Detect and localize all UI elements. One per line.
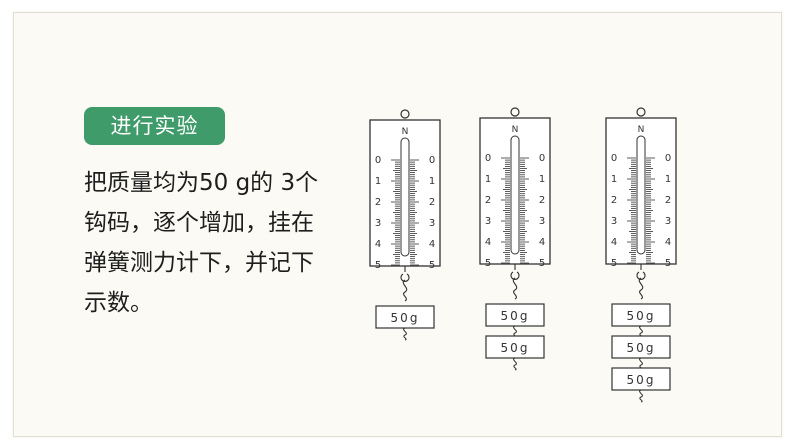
unit-label: N bbox=[402, 127, 409, 137]
tick-label-left: 0 bbox=[485, 153, 491, 164]
weight-label: 50g bbox=[501, 309, 530, 323]
weight-hook bbox=[639, 389, 643, 403]
weight-label: 50g bbox=[391, 311, 420, 325]
tick-label-left: 2 bbox=[611, 195, 617, 206]
tick-label-left: 3 bbox=[611, 216, 617, 227]
scale-tube bbox=[400, 137, 410, 257]
instruction-line-3: 弹簧测力计下，并记下 bbox=[84, 250, 314, 276]
tick-label-right: 3 bbox=[429, 218, 435, 229]
bottom-hook bbox=[510, 264, 520, 280]
instruction-line-2: 钩码，逐个增加，挂在 bbox=[84, 210, 314, 236]
tick-label-right: 4 bbox=[665, 237, 671, 248]
spring-hook bbox=[512, 277, 518, 300]
scale-tube bbox=[636, 135, 646, 255]
tick-label-right: 1 bbox=[539, 174, 545, 185]
weight-hook bbox=[513, 357, 517, 371]
tick-label-left: 0 bbox=[375, 155, 381, 166]
tick-label-left: 1 bbox=[485, 174, 491, 185]
tick-label-right: 1 bbox=[665, 174, 671, 185]
tick-label-left: 5 bbox=[485, 258, 491, 269]
tick-label-right: 2 bbox=[665, 195, 671, 206]
section-badge: 进行实验 bbox=[84, 107, 225, 145]
bottom-hook bbox=[636, 264, 646, 280]
instruction-text: 把质量均为50 g的 3个 钩码，逐个增加，挂在 弹簧测力计下，并记下 示数。 bbox=[84, 163, 334, 323]
tick-label-left: 4 bbox=[485, 237, 491, 248]
tick-label-right: 2 bbox=[539, 195, 545, 206]
tick-label-left: 5 bbox=[375, 260, 381, 271]
tick-label-right: 4 bbox=[539, 237, 545, 248]
spring-hook bbox=[638, 277, 644, 300]
top-ring bbox=[400, 109, 410, 119]
tick-label-right: 0 bbox=[665, 153, 671, 164]
tick-label-left: 4 bbox=[611, 237, 617, 248]
spring-scale-1: N 0 0 1 1 2 2 3 3 4 4 5 5 50g bbox=[369, 109, 441, 341]
tick-label-right: 5 bbox=[429, 260, 435, 271]
weight-label: 50g bbox=[501, 341, 530, 355]
tick-label-left: 2 bbox=[375, 197, 381, 208]
unit-label: N bbox=[638, 125, 645, 135]
scale-tube bbox=[510, 135, 520, 255]
instruction-line-4: 示数。 bbox=[84, 290, 153, 316]
weight-label: 50g bbox=[627, 373, 656, 387]
tick-label-right: 2 bbox=[429, 197, 435, 208]
spring-scale-2: N 0 0 1 1 2 2 3 3 4 4 5 5 50g 50g bbox=[479, 107, 551, 371]
top-ring bbox=[510, 107, 520, 117]
tick-label-left: 3 bbox=[375, 218, 381, 229]
tick-label-left: 3 bbox=[485, 216, 491, 227]
spring-scale-3: N 0 0 1 1 2 2 3 3 4 4 5 5 50g 50g 50g bbox=[605, 107, 677, 403]
tick-label-left: 5 bbox=[611, 258, 617, 269]
unit-label: N bbox=[512, 125, 519, 135]
tick-label-left: 1 bbox=[611, 174, 617, 185]
tick-label-left: 4 bbox=[375, 239, 381, 250]
tick-label-right: 5 bbox=[665, 258, 671, 269]
top-ring bbox=[636, 107, 646, 117]
tick-label-right: 0 bbox=[429, 155, 435, 166]
bottom-hook bbox=[400, 266, 410, 282]
weight-label: 50g bbox=[627, 309, 656, 323]
spring-scale-figure: N 0 0 1 1 2 2 3 3 4 4 5 5 50g N 0 0 1 1 2 2 3 3 4 4 5 5 50g 50g N 0 0 1 1… bbox=[360, 105, 700, 415]
spring-hook bbox=[402, 279, 408, 302]
spring-scales-diagram: N 0 0 1 1 2 2 3 3 4 4 5 5 50g N 0 0 1 1 2 2 3 3 4 4 5 5 50g 50g N 0 0 1 1… bbox=[369, 107, 677, 403]
instruction-line-1: 把质量均为50 g的 3个 bbox=[84, 170, 319, 196]
tick-label-right: 0 bbox=[539, 153, 545, 164]
tick-label-left: 0 bbox=[611, 153, 617, 164]
tick-label-right: 3 bbox=[539, 216, 545, 227]
tick-label-right: 3 bbox=[665, 216, 671, 227]
weight-label: 50g bbox=[627, 341, 656, 355]
tick-label-left: 1 bbox=[375, 176, 381, 187]
tick-label-right: 1 bbox=[429, 176, 435, 187]
weight-hook bbox=[403, 327, 407, 341]
tick-label-left: 2 bbox=[485, 195, 491, 206]
tick-label-right: 5 bbox=[539, 258, 545, 269]
tick-label-right: 4 bbox=[429, 239, 435, 250]
